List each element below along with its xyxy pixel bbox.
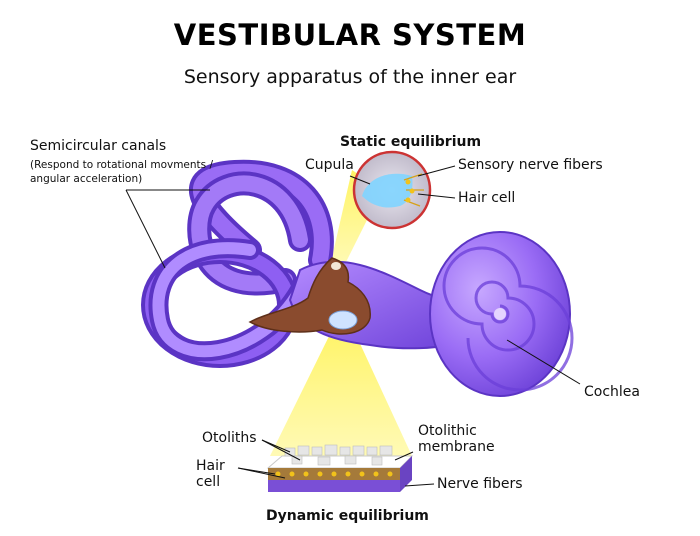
label-hair-cell-1: Hair bbox=[196, 458, 225, 474]
label-semicircular-canals: Semicircular canals bbox=[30, 138, 167, 154]
label-otolithic-membrane-1: Otolithic bbox=[418, 423, 477, 439]
label-semicircular-note-1: (Respond to rotational movments / bbox=[30, 159, 214, 171]
diagram-title: VESTIBULAR SYSTEM bbox=[173, 18, 527, 52]
static-equilibrium-inset bbox=[352, 150, 432, 230]
cochlea-shape bbox=[429, 231, 574, 397]
label-otoliths: Otoliths bbox=[202, 430, 257, 446]
label-cupula: Cupula bbox=[305, 157, 354, 173]
semicircular-canals bbox=[141, 159, 334, 368]
label-cochlea: Cochlea bbox=[584, 384, 640, 400]
label-sensory-nerve-fibers: Sensory nerve fibers bbox=[458, 157, 603, 173]
utricle-window bbox=[328, 310, 358, 330]
label-nerve-fibers: Nerve fibers bbox=[437, 476, 523, 492]
dynamic-beam bbox=[270, 322, 412, 456]
label-dynamic-equilibrium: Dynamic equilibrium bbox=[266, 508, 429, 524]
label-static-equilibrium: Static equilibrium bbox=[340, 134, 482, 150]
label-hair-cell-top: Hair cell bbox=[458, 190, 516, 206]
label-hair-cell-2: cell bbox=[196, 474, 221, 490]
ampulla-window bbox=[331, 262, 341, 270]
diagram-subtitle: Sensory apparatus of the inner ear bbox=[183, 66, 517, 88]
leader-lines bbox=[125, 165, 581, 487]
label-otolithic-membrane-2: membrane bbox=[418, 439, 495, 455]
otolith-block bbox=[266, 444, 414, 492]
label-semicircular-note-2: angular acceleration) bbox=[30, 173, 143, 185]
